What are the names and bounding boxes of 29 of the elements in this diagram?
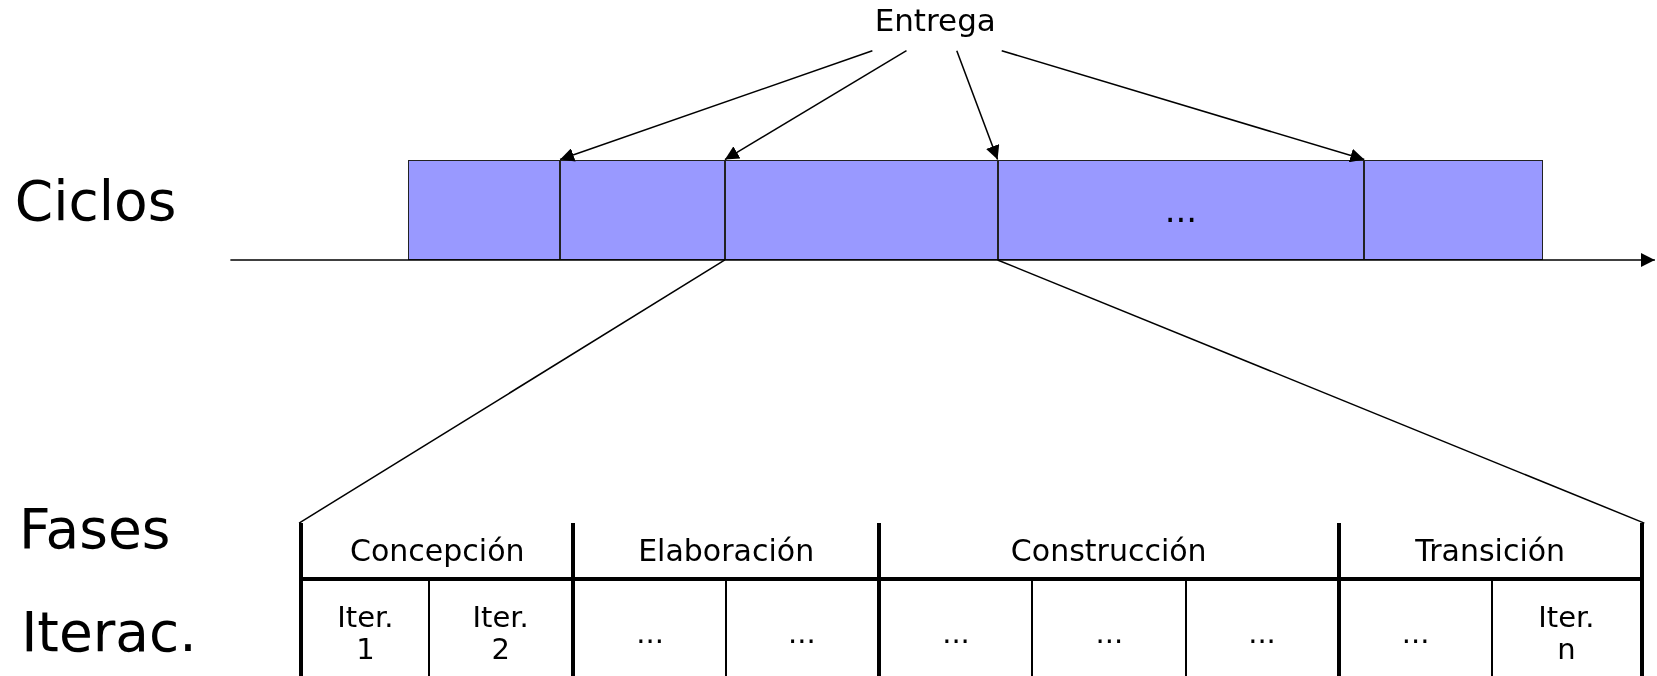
iteration-cell: ... <box>1185 581 1337 676</box>
phase-cell: Construcción <box>876 523 1337 582</box>
cycle-box <box>724 159 998 260</box>
phase-cell: Transición <box>1336 523 1640 582</box>
phase-table <box>299 523 1645 676</box>
cycle-box <box>407 159 561 260</box>
delivery-label: Entrega <box>845 2 1026 51</box>
iteration-cell: ... <box>1031 581 1186 676</box>
arrow <box>1000 49 1366 163</box>
iteration-cell: Iter. n <box>1490 581 1640 676</box>
cycle-box: ... <box>997 159 1365 260</box>
cycle-box <box>1364 159 1543 260</box>
arrow <box>559 49 874 162</box>
iteration-cell: ... <box>1336 581 1491 676</box>
cycle-box <box>560 159 725 260</box>
zoom-line <box>298 259 726 524</box>
iteration-cell: Iter. 2 <box>427 581 572 676</box>
row-label: Fases <box>19 496 171 561</box>
iteration-cell: Iter. 1 <box>303 581 428 676</box>
iteration-cell: ... <box>571 581 725 676</box>
row-label: Ciclos <box>14 169 177 234</box>
arrow <box>724 49 908 161</box>
iteration-cell: ... <box>876 581 1032 676</box>
phase-cell: Concepción <box>303 523 572 582</box>
zoom-line <box>996 259 1646 524</box>
row-label: Iterac. <box>21 600 197 665</box>
phase-cell: Elaboración <box>571 523 877 582</box>
arrow <box>956 49 1000 161</box>
iteration-cell: ... <box>724 581 877 676</box>
